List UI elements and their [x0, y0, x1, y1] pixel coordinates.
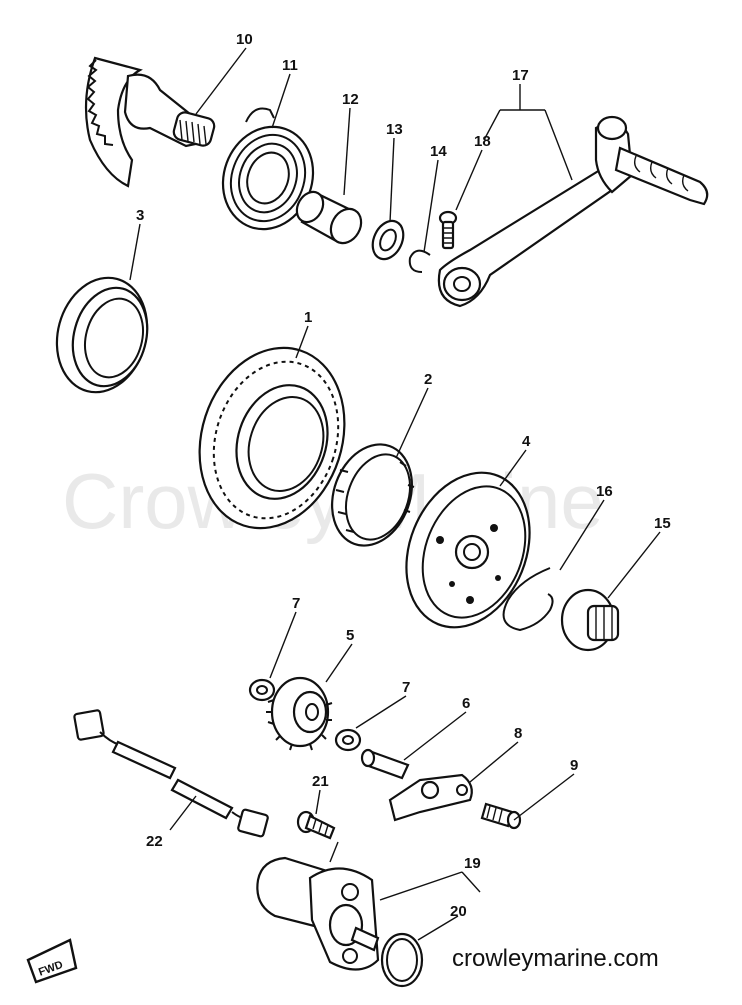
bearing-cage-2[interactable] [319, 433, 426, 557]
kick-shaft-gear[interactable] [84, 56, 216, 188]
fwd-arrow-icon: FWD [26, 938, 78, 984]
callout-14: 14 [430, 143, 447, 160]
bolt-18[interactable] [438, 210, 458, 250]
washer-13[interactable] [367, 216, 409, 264]
bracket-plate-8[interactable] [388, 773, 473, 822]
screw-9[interactable] [480, 802, 522, 830]
idler-gear-5[interactable] [266, 676, 333, 751]
starter-motor-19[interactable] [256, 856, 380, 971]
callout-4: 4 [522, 433, 531, 450]
callout-16: 16 [596, 483, 613, 500]
oil-seal-3[interactable] [44, 268, 159, 403]
callout-5: 5 [346, 627, 354, 644]
idler-shaft-6[interactable] [360, 748, 410, 780]
spring-clip-16[interactable] [502, 567, 554, 632]
callout-19: 19 [464, 855, 481, 872]
callout-18: 18 [474, 133, 491, 150]
callout-13: 13 [386, 121, 403, 138]
clutch-plate-4[interactable] [384, 454, 551, 646]
callout-8: 8 [514, 725, 522, 742]
kick-crank-lever[interactable] [437, 115, 709, 308]
wire-lead-22[interactable] [73, 709, 269, 838]
callout-17: 17 [512, 67, 529, 84]
callout-6: 6 [462, 695, 470, 712]
callout-15: 15 [654, 515, 671, 532]
callout-7a: 7 [292, 595, 300, 612]
circlip-14[interactable] [408, 249, 431, 273]
callout-20: 20 [450, 903, 467, 920]
callout-10: 10 [236, 31, 253, 48]
bolt-21[interactable] [296, 810, 336, 840]
washer-7-left[interactable] [248, 678, 276, 702]
washer-7-right[interactable] [334, 728, 362, 752]
kick-spring[interactable] [209, 107, 327, 242]
callout-3: 3 [136, 207, 144, 224]
callout-labels: 10 11 12 13 14 18 17 3 1 2 4 16 15 7 5 7… [136, 31, 671, 920]
callout-2: 2 [424, 371, 432, 388]
sleeve-bushing[interactable] [292, 187, 368, 248]
leader-lines [129, 47, 661, 941]
callout-21: 21 [312, 773, 329, 790]
callout-12: 12 [342, 91, 359, 108]
clutch-gear-1[interactable] [177, 329, 367, 547]
pinion-gear-15[interactable] [560, 588, 620, 652]
website-text: crowleymarine.com [452, 945, 659, 972]
o-ring-20[interactable] [380, 932, 424, 988]
callout-22: 22 [146, 833, 163, 850]
callout-11: 11 [282, 57, 298, 74]
callout-1: 1 [304, 309, 312, 326]
callout-7b: 7 [402, 679, 410, 696]
callout-9: 9 [570, 757, 578, 774]
